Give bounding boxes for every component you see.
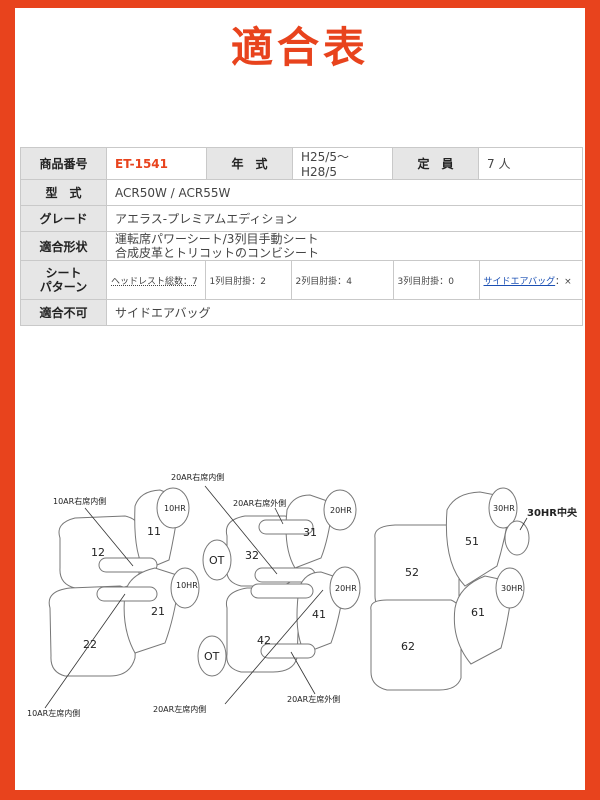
seat-diagram: 12 11 22 21 32 31 42 41 52 51 62 61 10HR… xyxy=(15,458,585,738)
product-label: 商品番号 xyxy=(20,147,107,180)
shape-line-2: 合成皮革とトリコットのコンビシート xyxy=(115,246,320,260)
headrest-30hr-2 xyxy=(495,567,525,609)
caption-10ar-right-inner: 10AR右席内側 xyxy=(53,496,106,506)
caption-20ar-left-outer: 20AR左席外側 xyxy=(287,694,340,704)
caption-20ar-right-inner: 20AR右席内側 xyxy=(171,472,224,482)
part-41: 41 xyxy=(312,608,326,621)
armrest-10ar-right xyxy=(98,557,158,573)
headrest-30hr-center xyxy=(504,520,530,556)
headrest-20hr-1 xyxy=(323,489,357,531)
armrest-20ar-left-inner xyxy=(250,583,314,599)
part-12: 12 xyxy=(91,546,105,559)
armrest-10ar-left xyxy=(96,586,158,602)
page-title: 適合表 xyxy=(230,23,369,72)
unfit-value: サイドエアバッグ xyxy=(106,299,583,326)
pattern-headrest: ヘッドレスト総数：7 xyxy=(107,261,206,299)
part-21: 21 xyxy=(151,605,165,618)
grade-label: グレード xyxy=(20,205,107,232)
spec-row-pattern: シート パターン ヘッドレスト総数：7 1列目肘掛：2 2列目肘掛：4 3列目肘… xyxy=(20,260,583,300)
part-42: 42 xyxy=(257,634,271,647)
leader-20ar-right-inner xyxy=(204,485,278,575)
part-32: 32 xyxy=(245,549,259,562)
leader-10ar-left-inner xyxy=(44,593,126,709)
hr-10hr-1: 10HR xyxy=(164,504,186,513)
hr-20hr-2: 20HR xyxy=(335,584,357,593)
ot-label-1: OT xyxy=(209,554,225,567)
leader-30hr-center xyxy=(519,517,528,531)
year-value: H25/5〜H28/5 xyxy=(292,147,393,180)
part-51: 51 xyxy=(465,535,479,548)
hr-30hr-1: 30HR xyxy=(493,504,515,513)
shape-line-1: 運転席パワーシート/3列目手動シート xyxy=(115,232,319,246)
grade-value: アエラス-プレミアムエディション xyxy=(106,205,583,232)
hr-20hr-1: 20HR xyxy=(330,506,352,515)
pattern-airbag: サイドエアバッグ：× xyxy=(479,261,582,299)
part-52: 52 xyxy=(405,566,419,579)
part-31: 31 xyxy=(303,526,317,539)
spec-row-unfit: 適合不可 サイドエアバッグ xyxy=(20,299,583,326)
headrest-10hr-1 xyxy=(156,487,190,529)
page-frame: 適合表 商品番号 ET-1541 年 式 H25/5〜H28/5 定 員 7 人… xyxy=(15,8,585,790)
part-62: 62 xyxy=(401,640,415,653)
armrest-20ar-right-outer xyxy=(258,519,314,535)
ot-2 xyxy=(197,635,227,677)
leader-20ar-left-outer xyxy=(290,651,316,695)
year-label: 年 式 xyxy=(206,147,293,180)
ot-label-2: OT xyxy=(204,650,220,663)
caption-20ar-left-inner: 20AR左席内側 xyxy=(153,704,206,714)
airbag-value: ：× xyxy=(555,276,572,287)
headrest-20hr-2 xyxy=(329,566,361,610)
spec-row-shape: 適合形状 運転席パワーシート/3列目手動シート 合成皮革とトリコットのコンビシー… xyxy=(20,231,583,261)
caption-20ar-right-outer: 20AR右席外側 xyxy=(233,498,286,508)
shape-label: 適合形状 xyxy=(20,231,107,261)
spec-table: 商品番号 ET-1541 年 式 H25/5〜H28/5 定 員 7 人 型 式… xyxy=(20,147,583,326)
caption-30hr-center: 30HR中央 xyxy=(527,506,578,519)
product-code: ET-1541 xyxy=(106,147,207,180)
pattern-label-line-2: パターン xyxy=(39,280,88,294)
part-61: 61 xyxy=(471,606,485,619)
model-label: 型 式 xyxy=(20,179,107,206)
airbag-link[interactable]: サイドエアバッグ xyxy=(483,276,556,287)
capacity-label: 定 員 xyxy=(392,147,479,180)
ot-1 xyxy=(202,539,232,581)
pattern-row3: 3列目肘掛：0 xyxy=(393,261,480,299)
model-value: ACR50W / ACR55W xyxy=(106,179,583,206)
spec-row-product: 商品番号 ET-1541 年 式 H25/5〜H28/5 定 員 7 人 xyxy=(20,147,583,180)
leader-20ar-right-outer xyxy=(274,507,284,525)
shape-value: 運転席パワーシート/3列目手動シート 合成皮革とトリコットのコンビシート xyxy=(106,231,583,261)
pattern-label-line-1: シート xyxy=(45,266,82,280)
unfit-label: 適合不可 xyxy=(20,299,107,326)
pattern-label: シート パターン xyxy=(20,260,107,300)
headrest-10hr-2 xyxy=(170,567,200,609)
caption-10ar-left-inner: 10AR左席内側 xyxy=(27,708,80,718)
capacity-value: 7 人 xyxy=(478,147,583,180)
part-11: 11 xyxy=(147,525,161,538)
pattern-row1: 1列目肘掛：2 xyxy=(205,261,292,299)
seat-62 xyxy=(370,599,462,691)
hr-10hr-2: 10HR xyxy=(176,581,198,590)
spec-row-grade: グレード アエラス-プレミアムエディション xyxy=(20,205,583,232)
seat-diagram-svg: 12 11 22 21 32 31 42 41 52 51 62 61 10HR… xyxy=(27,472,578,718)
pattern-cells: ヘッドレスト総数：7 1列目肘掛：2 2列目肘掛：4 3列目肘掛：0 サイドエア… xyxy=(106,260,583,300)
hr-30hr-2: 30HR xyxy=(501,584,523,593)
part-22: 22 xyxy=(83,638,97,651)
spec-row-model: 型 式 ACR50W / ACR55W xyxy=(20,179,583,206)
leader-10ar-right-inner xyxy=(84,507,134,567)
pattern-row2: 2列目肘掛：4 xyxy=(291,261,394,299)
leader-20ar-left-inner xyxy=(224,589,324,705)
headrest-30hr-1 xyxy=(488,487,518,529)
armrest-20ar-left-outer xyxy=(260,643,316,659)
